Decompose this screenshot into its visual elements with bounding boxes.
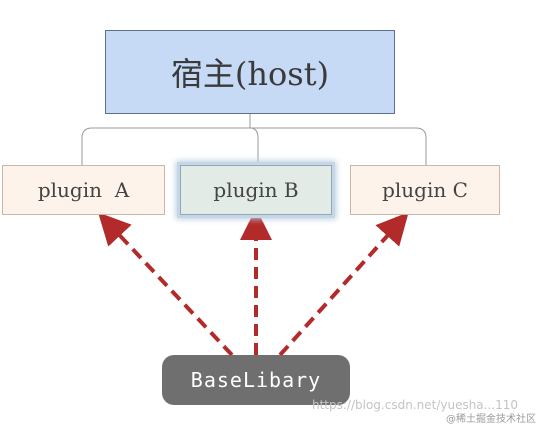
arrow-to-plugin-c [278, 212, 409, 357]
csdn-watermark: https://blog.csdn.net/yuesha...110 [312, 398, 519, 412]
base-library-node: BaseLibary [162, 355, 350, 405]
plugin-b-node: plugin B [180, 165, 332, 215]
plugin-a-label: plugin A [37, 178, 130, 202]
plugin-b-label: plugin B [213, 178, 299, 202]
plugin-c-label: plugin C [382, 178, 468, 202]
host-label: 宿主(host) [170, 55, 330, 93]
plugin-c-node: plugin C [350, 165, 500, 215]
juejin-watermark: @稀土掘金技术社区 [446, 414, 536, 425]
arrow-to-plugin-a [98, 212, 234, 357]
host-node: 宿主(host) [105, 30, 395, 114]
host-to-plugins-connector [81, 114, 427, 165]
plugin-a-node: plugin A [2, 165, 165, 215]
base-library-label: BaseLibary [190, 368, 322, 392]
